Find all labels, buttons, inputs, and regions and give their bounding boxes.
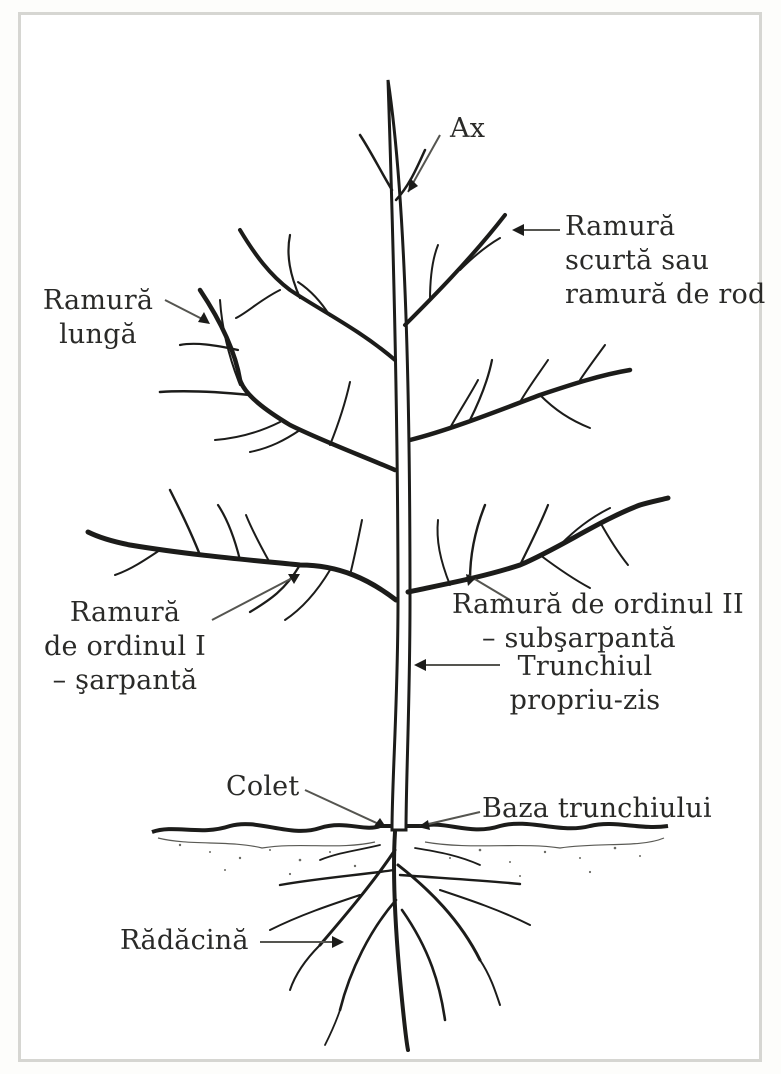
- label-ramura-lunga: Ramură lungă: [38, 284, 158, 352]
- label-colet: Colet: [226, 770, 299, 804]
- label-radacina: Rădăcină: [120, 924, 249, 958]
- leader-baza: [420, 812, 480, 826]
- label-ordin-1: Ramură de ordinul I – şarpantă: [40, 596, 210, 698]
- soil-texture: [179, 844, 641, 877]
- label-trunchi: Trunchiul propriu-zis: [500, 650, 670, 718]
- soil-line-2: [158, 838, 664, 848]
- trunk: [388, 80, 410, 830]
- label-baza: Baza trunchiului: [482, 792, 712, 826]
- leader-ordin-1: [212, 575, 298, 620]
- crown-branches: [88, 135, 668, 620]
- label-ramura-scurta: Ramură scurtă sau ramură de rod: [565, 210, 765, 312]
- leader-colet: [305, 790, 383, 826]
- arrow-heads: [198, 178, 524, 948]
- label-ax: Ax: [450, 112, 485, 146]
- label-ordin-2: Ramură de ordinul II – subşarpantă: [452, 588, 744, 656]
